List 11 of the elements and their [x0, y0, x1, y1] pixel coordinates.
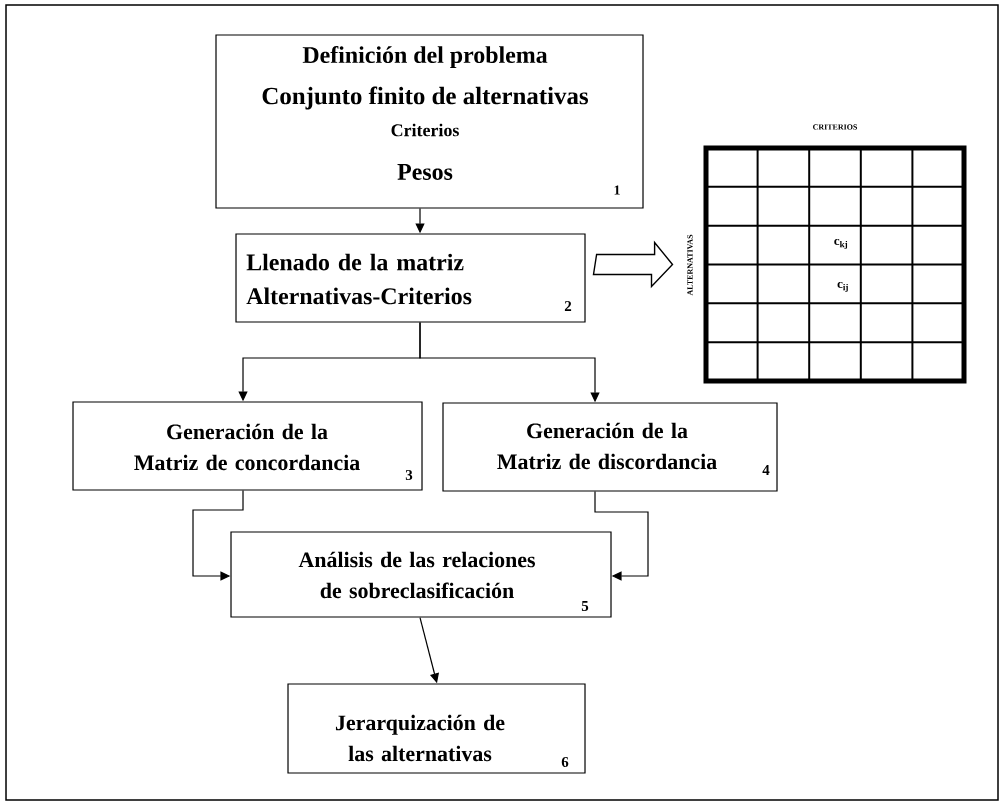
arrow: [192, 490, 244, 581]
process-box: Jerarquización de las alternativas 6: [287, 683, 586, 774]
process-box: Análisis de las relaciones de sobreclasificación 5: [230, 531, 612, 618]
process-box: Generación de la Matriz de concordancia 3: [72, 401, 423, 491]
process-box: Generación de la Matriz de discordancia 4: [442, 402, 778, 492]
cell-label: c$_{ij}$: [837, 281, 848, 293]
arrow: [594, 491, 649, 581]
process-box: Definición del problema Conjunto finito de alternativas Criterios Pesos 1: [215, 34, 644, 209]
cell-label: c$_{kj}$: [834, 238, 848, 250]
hollow-arrow: [592, 240, 674, 289]
process-box: Llenado de la matriz Alternativas-Criterios 2: [235, 233, 586, 323]
